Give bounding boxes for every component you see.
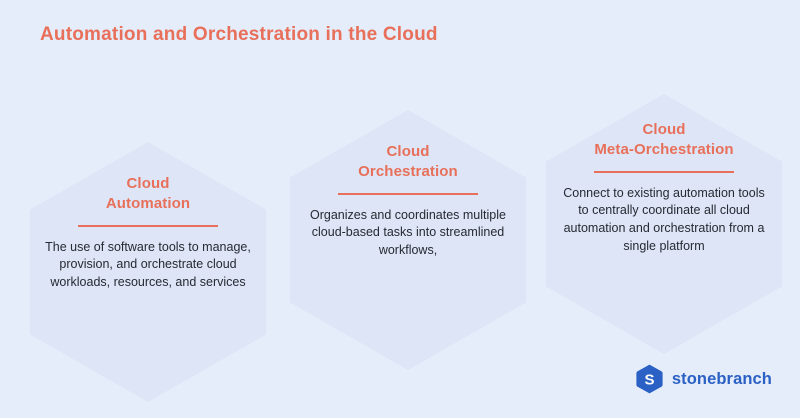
card-heading-line-1: Cloud — [386, 143, 430, 160]
card-heading-line-2: Automation — [105, 194, 191, 212]
card-divider — [338, 192, 478, 195]
hexagon-content: Cloud Meta-Orchestration Connect to exis… — [546, 120, 782, 256]
stonebranch-hexagon-logo-icon: S — [636, 364, 663, 394]
card-heading: Cloud Automation — [42, 174, 254, 214]
card-heading: Cloud Orchestration — [302, 142, 514, 182]
card-heading-line-1: Cloud — [642, 121, 686, 138]
page-title: Automation and Orchestration in the Clou… — [40, 24, 438, 45]
card-heading-line-1: Cloud — [126, 175, 170, 192]
hexagon-content: Cloud Automation The use of software too… — [30, 174, 266, 292]
hexagon-card-cloud-orchestration: Cloud Orchestration Organizes and coordi… — [290, 110, 526, 370]
card-body-text: The use of software tools to manage, pro… — [45, 239, 251, 290]
card-heading: Cloud Meta-Orchestration — [558, 120, 770, 160]
card-divider — [594, 170, 734, 173]
brand-logo: S stonebranch — [636, 364, 772, 394]
card-body-text: Organizes and coordinates multiple cloud… — [310, 207, 506, 258]
svg-text:S: S — [644, 371, 654, 388]
hexagon-content: Cloud Orchestration Organizes and coordi… — [290, 142, 526, 260]
card-divider — [78, 224, 218, 227]
hexagon-card-cloud-meta-orchestration: Cloud Meta-Orchestration Connect to exis… — [546, 94, 782, 354]
card-heading-line-2: Meta-Orchestration — [594, 140, 734, 158]
card-body-text: Connect to existing automation tools to … — [563, 185, 765, 253]
brand-logo-wordmark: stonebranch — [671, 369, 772, 388]
hexagon-card-cloud-automation: Cloud Automation The use of software too… — [30, 142, 266, 402]
card-heading-line-2: Orchestration — [358, 162, 458, 180]
